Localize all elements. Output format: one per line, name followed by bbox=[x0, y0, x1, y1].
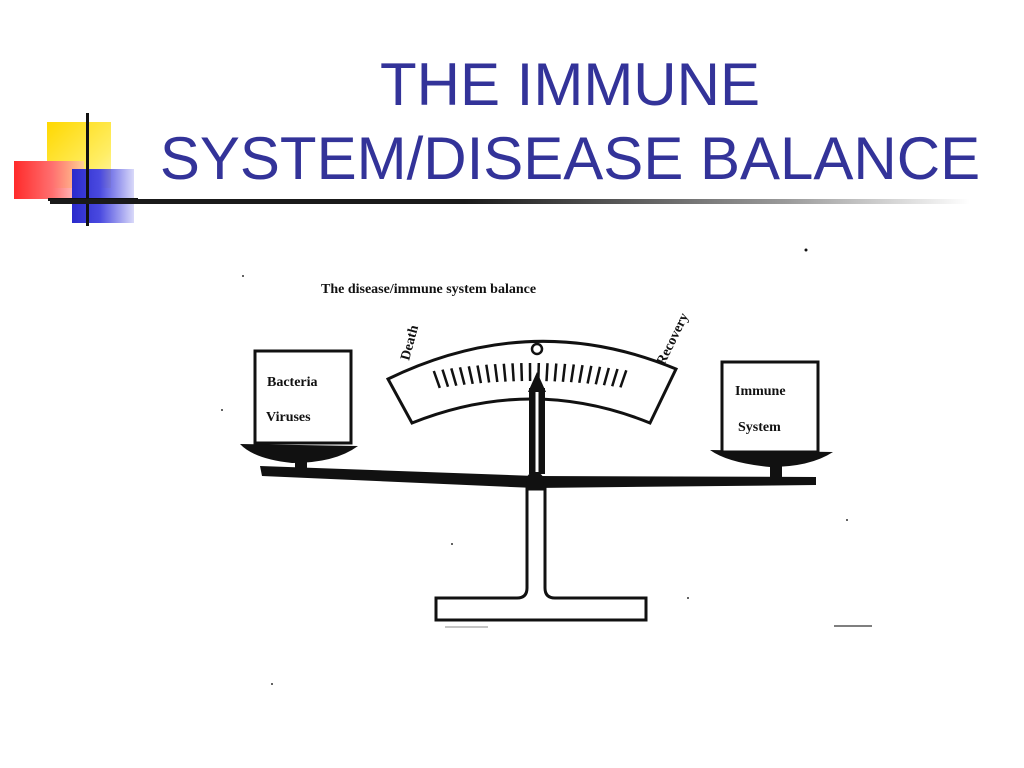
left-box-line-1: Bacteria bbox=[267, 375, 318, 390]
dial-tick bbox=[602, 367, 611, 386]
slide-title: THE IMMUNE SYSTEM/DISEASE BALANCE bbox=[150, 48, 990, 196]
left-pan-stem bbox=[295, 460, 307, 469]
dial-label-recovery: Recovery bbox=[654, 311, 692, 368]
right-weight-box bbox=[720, 360, 820, 454]
speck bbox=[221, 409, 223, 411]
dial-tick bbox=[578, 364, 584, 384]
dial-label-death: Death bbox=[398, 323, 422, 362]
slide-title-line-2: SYSTEM/DISEASE BALANCE bbox=[159, 125, 981, 192]
left-pan bbox=[240, 444, 358, 463]
dial-tick bbox=[611, 368, 619, 387]
left-box-line-2: Viruses bbox=[266, 410, 311, 425]
beam-pivot bbox=[526, 472, 544, 490]
speck bbox=[687, 597, 689, 599]
dial-ticks bbox=[432, 362, 628, 389]
dial-zero-mark bbox=[530, 342, 544, 356]
dial-tick bbox=[561, 363, 567, 382]
speck bbox=[846, 519, 848, 521]
dial-tick bbox=[450, 368, 458, 387]
dial-tick bbox=[485, 364, 491, 383]
dial-tick bbox=[493, 363, 499, 383]
title-underline bbox=[50, 199, 970, 204]
balance-stand bbox=[434, 487, 648, 622]
dial-tick bbox=[476, 365, 483, 384]
speck bbox=[271, 683, 273, 685]
dial-tick bbox=[553, 363, 558, 382]
speck bbox=[451, 543, 453, 545]
dial-tick bbox=[432, 370, 441, 389]
right-pan-stem bbox=[770, 466, 782, 478]
decor-blue-square bbox=[72, 169, 134, 223]
speck bbox=[804, 248, 808, 252]
diagram-caption: The disease/immune system balance bbox=[321, 282, 536, 297]
dial-tick bbox=[569, 364, 576, 383]
right-box-line-2: System bbox=[738, 420, 781, 435]
dial-tick bbox=[619, 369, 628, 388]
right-pan bbox=[710, 450, 833, 467]
dial-tick bbox=[467, 366, 474, 385]
dial-tick bbox=[520, 363, 524, 382]
dial-face bbox=[385, 339, 679, 425]
dial-tick bbox=[441, 369, 450, 388]
pointer-arrow bbox=[528, 372, 546, 392]
slide-title-line-1: THE IMMUNE bbox=[380, 51, 760, 118]
decor-vertical-line bbox=[86, 113, 89, 226]
speck bbox=[242, 275, 244, 277]
left-weight-box bbox=[253, 349, 353, 445]
dial-tick bbox=[594, 366, 602, 385]
right-box-line-1: Immune bbox=[735, 384, 786, 399]
dial-tick bbox=[502, 363, 507, 382]
dial-tick bbox=[586, 365, 593, 384]
dial-tick bbox=[545, 363, 549, 382]
dial-tick bbox=[458, 366, 466, 386]
dial-tick bbox=[511, 363, 515, 382]
